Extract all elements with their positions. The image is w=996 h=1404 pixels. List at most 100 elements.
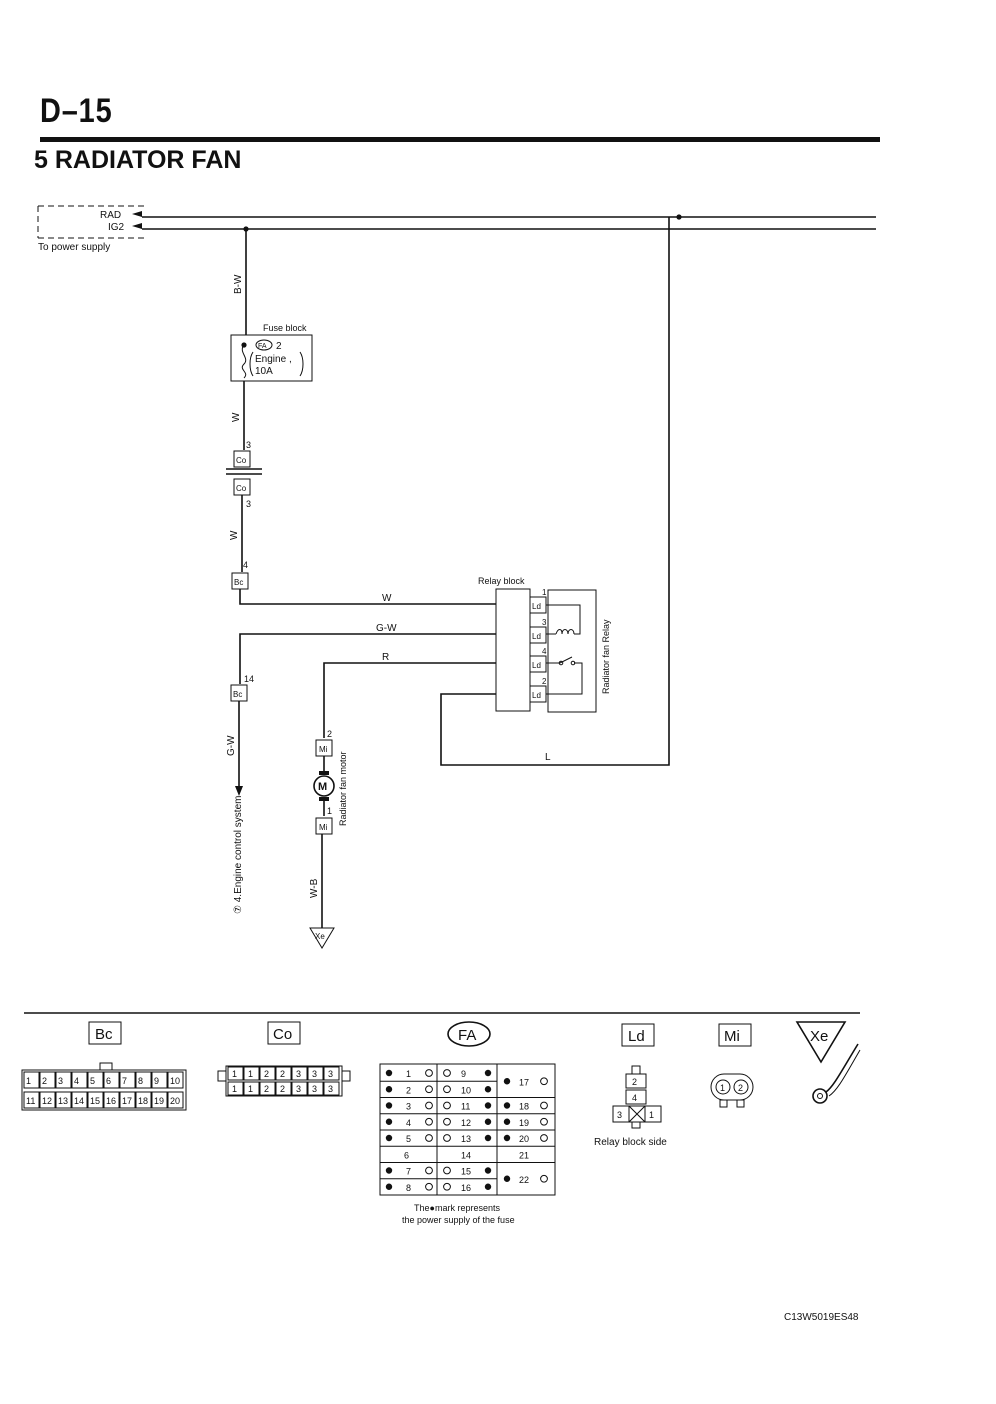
- fa-power-dot: [503, 1118, 511, 1125]
- bc-cell: [55, 1091, 72, 1109]
- fa-fuse-number: 20: [519, 1134, 529, 1144]
- bc-pin-label: 19: [154, 1096, 164, 1106]
- fa-fuse-number: 21: [519, 1150, 529, 1160]
- fuse-name: Engine: [255, 354, 287, 365]
- wire-r-label: R: [382, 652, 389, 663]
- bc-pin-label: 6: [106, 1076, 111, 1086]
- co-cell: [291, 1066, 308, 1081]
- bc-pin-label: 18: [138, 1096, 148, 1106]
- fa-fuse-number: 3: [406, 1102, 411, 1112]
- co-cell: [323, 1066, 340, 1081]
- bc-pin-label: 2: [42, 1076, 47, 1086]
- fa-fuse-number: 11: [461, 1102, 470, 1112]
- wire-w2-label: W: [229, 530, 240, 540]
- wire-bw-label: B-W: [233, 274, 244, 294]
- svg-text:Ld: Ld: [532, 602, 541, 611]
- fa-fuse-hole: [425, 1101, 433, 1110]
- bc-cell: [71, 1091, 88, 1109]
- svg-text:M: M: [318, 781, 327, 793]
- fa-fuse-hole: [443, 1182, 451, 1191]
- bc-cell: [87, 1091, 104, 1109]
- bc-pin-label: 5: [90, 1076, 95, 1086]
- fa-power-dot: [484, 1118, 492, 1125]
- bc-pin-label: 9: [154, 1076, 159, 1086]
- co-cell: [307, 1081, 324, 1096]
- fa-fuse-hole: [540, 1077, 548, 1086]
- svg-text:Xe: Xe: [810, 1028, 828, 1045]
- svg-text:14: 14: [244, 674, 254, 684]
- fa-note-2: the power supply of the fuse: [402, 1215, 515, 1225]
- relay-block-label: Relay block: [478, 576, 525, 586]
- bc-cell: [103, 1071, 120, 1089]
- co-pin-label: 1: [248, 1069, 253, 1079]
- svg-text:4: 4: [542, 647, 547, 656]
- svg-text:Mi: Mi: [724, 1028, 740, 1045]
- wire-w1-label: W: [231, 412, 242, 422]
- svg-text:Co: Co: [273, 1026, 292, 1043]
- bc-pin-label: 10: [170, 1076, 180, 1086]
- fa-fuse-number: 18: [519, 1102, 529, 1112]
- legend-ld: Ld 2 4 3 1 Relay block side: [594, 1023, 667, 1148]
- ig2-label: IG2: [108, 222, 125, 233]
- fa-fuse-number: 5: [406, 1134, 411, 1144]
- co-cell: [259, 1066, 276, 1081]
- page-title: 5 RADIATOR FAN: [34, 146, 242, 174]
- svg-text:2: 2: [738, 1083, 743, 1093]
- bc-cell: [87, 1071, 104, 1089]
- bc-pin-label: 17: [122, 1096, 132, 1106]
- svg-text:Xe: Xe: [315, 932, 325, 941]
- bc-lower-connector: 14 Bc: [230, 674, 254, 702]
- power-supply-label: To power supply: [38, 242, 110, 253]
- wire-gw-relay-label: G-W: [376, 623, 397, 634]
- fa-power-dot: [385, 1069, 393, 1077]
- co-pin-label: 1: [232, 1084, 237, 1094]
- co-pin-label: 2: [264, 1084, 269, 1094]
- fa-power-dot: [385, 1118, 393, 1125]
- fa-fuse-hole: [443, 1134, 451, 1142]
- fuse-rating: 10A: [255, 366, 273, 377]
- fa-power-dot: [484, 1167, 492, 1174]
- svg-text:4: 4: [632, 1093, 637, 1103]
- fa-power-dot: [484, 1086, 492, 1093]
- power-supply-box: RAD IG2 To power supply: [37, 205, 148, 253]
- bc-pin-label: 4: [74, 1076, 79, 1086]
- bc-pin-label: 7: [122, 1076, 127, 1086]
- svg-text:3: 3: [246, 440, 251, 450]
- fa-fuse-number: 19: [519, 1118, 529, 1128]
- fa-power-dot: [484, 1102, 492, 1109]
- fa-fuse-hole: [443, 1069, 451, 1077]
- fa-power-dot: [385, 1167, 393, 1174]
- bc-cell: [39, 1091, 56, 1109]
- svg-text:2: 2: [632, 1077, 637, 1087]
- fa-fuse-number: 13: [461, 1134, 471, 1144]
- bc-upper-connector: 4 Bc: [231, 560, 249, 590]
- fa-power-dot: [484, 1069, 492, 1077]
- fa-fuse-hole: [540, 1117, 548, 1126]
- co-pin-label: 3: [312, 1084, 317, 1094]
- motor-label: Radiator fan motor: [338, 751, 348, 826]
- co-pin-label: 1: [232, 1069, 237, 1079]
- svg-text:Bc: Bc: [233, 690, 242, 699]
- wire-w-relay-label: W: [382, 593, 392, 604]
- svg-text:3: 3: [246, 499, 251, 509]
- svg-text:Ld: Ld: [532, 691, 541, 700]
- svg-text:4: 4: [243, 560, 248, 570]
- bc-cell: [39, 1071, 56, 1089]
- co-top-label: Co: [236, 456, 247, 465]
- fa-fuse-hole: [425, 1117, 433, 1126]
- fa-power-dot: [503, 1078, 511, 1085]
- fa-fuse-number: 16: [461, 1183, 471, 1193]
- fa-fuse-number: 4: [406, 1118, 411, 1128]
- svg-text:FA: FA: [458, 1027, 476, 1044]
- co-cell: [291, 1081, 308, 1096]
- fa-power-dot: [484, 1183, 492, 1190]
- bc-cell: [119, 1091, 136, 1109]
- fa-power-dot: [385, 1183, 393, 1190]
- co-connector: 3 Co Co 3: [226, 440, 262, 509]
- co-cell: [243, 1081, 260, 1096]
- svg-text:3: 3: [617, 1110, 622, 1120]
- svg-text:Ld: Ld: [628, 1028, 645, 1045]
- fa-fuse-hole: [443, 1101, 451, 1110]
